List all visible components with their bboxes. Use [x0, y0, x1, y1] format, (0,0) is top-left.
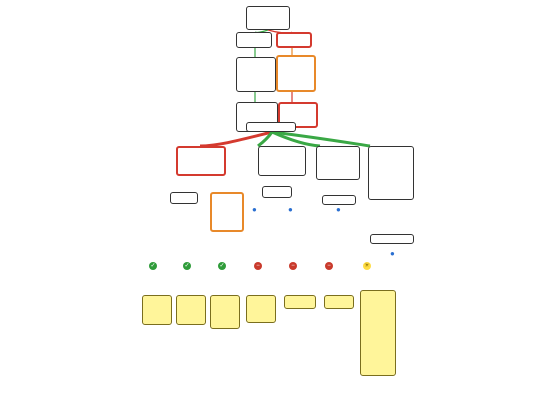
note-6[interactable] — [324, 295, 354, 309]
branch-2a[interactable] — [262, 186, 292, 198]
con-icon: − — [325, 262, 333, 270]
pro-icon: ✓ — [149, 262, 157, 270]
central-claim[interactable] — [246, 122, 296, 132]
branch-3a[interactable] — [322, 195, 356, 205]
branch-3[interactable] — [316, 146, 360, 180]
con-icon: − — [289, 262, 297, 270]
person-icon: ● — [288, 205, 293, 214]
premise-f[interactable] — [278, 102, 318, 128]
premise-c[interactable] — [236, 57, 276, 92]
premise-d[interactable] — [276, 55, 316, 92]
wire-central-4 — [271, 130, 371, 148]
root-node[interactable] — [246, 6, 290, 30]
branch-1a[interactable] — [170, 192, 198, 204]
branch-2[interactable] — [258, 146, 306, 176]
branch-4a[interactable] — [370, 234, 414, 244]
person-icon: ● — [336, 205, 341, 214]
branch-1b[interactable] — [210, 192, 244, 232]
wire-central-1 — [199, 130, 273, 148]
premise-a[interactable] — [236, 32, 272, 48]
person-icon: ● — [252, 205, 257, 214]
note-7[interactable] — [360, 290, 396, 376]
note-5[interactable] — [284, 295, 316, 309]
wire-central-2 — [257, 131, 274, 148]
pro-icon: ✓ — [218, 262, 226, 270]
pro-icon: ✓ — [183, 262, 191, 270]
note-3[interactable] — [210, 295, 240, 329]
branch-4[interactable] — [368, 146, 414, 200]
branch-1[interactable] — [176, 146, 226, 176]
note-1[interactable] — [142, 295, 172, 325]
idea-icon: ☀ — [363, 262, 371, 270]
person-icon: ● — [390, 249, 395, 258]
note-2[interactable] — [176, 295, 206, 325]
note-4[interactable] — [246, 295, 276, 323]
premise-b[interactable] — [276, 32, 312, 48]
con-icon: − — [254, 262, 262, 270]
